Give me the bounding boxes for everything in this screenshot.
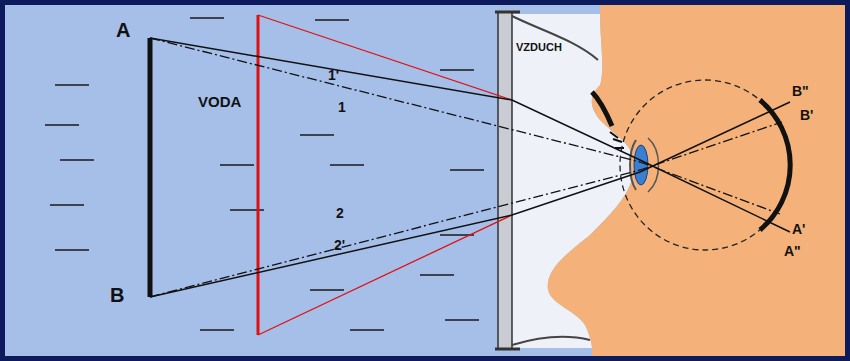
- direct-ray: [150, 38, 780, 214]
- point-label: A: [116, 20, 130, 40]
- water-mark: [45, 124, 79, 126]
- water-mark: [220, 164, 254, 166]
- ray-number: 2: [336, 206, 344, 220]
- image-point-label: A": [784, 244, 801, 258]
- retina: [760, 100, 790, 230]
- water-mark: [420, 274, 454, 276]
- water-mark: [315, 19, 349, 21]
- water-mark: [55, 84, 89, 86]
- water-mark: [55, 249, 89, 251]
- object-ab: [148, 38, 153, 297]
- ray-number: 1: [338, 100, 346, 114]
- virtual-ray: [258, 215, 512, 335]
- mask-rim: [495, 12, 520, 349]
- image-point-label: B": [792, 84, 809, 98]
- water-mark: [350, 329, 384, 331]
- face: [548, 5, 845, 356]
- virtual-ray: [258, 15, 512, 100]
- water-mark: [50, 204, 84, 206]
- ray-number: 2': [334, 238, 345, 252]
- direct-ray: [150, 122, 782, 297]
- water-mark: [300, 134, 334, 136]
- eyeball-outline: [620, 80, 790, 250]
- eyebrow: [592, 92, 612, 126]
- medium-label: VZDUCH: [516, 42, 562, 53]
- virtual-image: [257, 15, 260, 335]
- water-mark: [200, 329, 234, 331]
- image-point-label: B': [800, 108, 813, 122]
- medium-label: VODA: [198, 94, 241, 109]
- refracted-ray: [150, 102, 790, 297]
- water-mark: [450, 169, 484, 171]
- ray-number: 1': [328, 68, 339, 82]
- point-label: B: [110, 285, 124, 305]
- water-mark: [445, 319, 479, 321]
- water-mark: [60, 159, 94, 161]
- lens: [634, 145, 648, 185]
- water-mark: [310, 289, 344, 291]
- water-mark: [330, 164, 364, 166]
- mask-glass: [498, 12, 512, 349]
- mask-skirt: [512, 16, 598, 345]
- eyelashes: [610, 132, 624, 148]
- refracted-ray: [150, 38, 790, 232]
- water: [5, 5, 845, 356]
- water-mark: [440, 69, 474, 71]
- water-mark: [190, 17, 224, 19]
- water-marks: [45, 18, 484, 330]
- image-point-label: A': [792, 222, 805, 236]
